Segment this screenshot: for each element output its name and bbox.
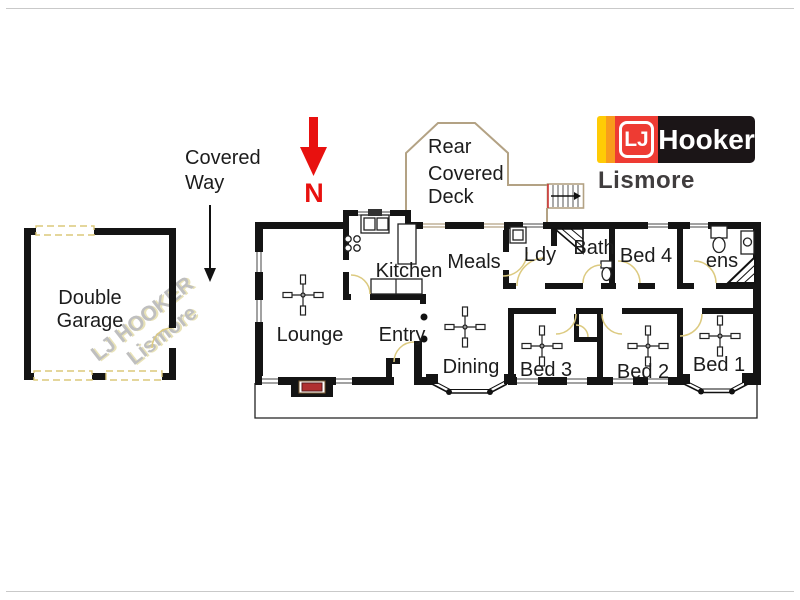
north-label: N — [304, 178, 324, 208]
logo-yellow-stripe — [597, 116, 606, 163]
house-walls — [255, 210, 761, 385]
room-label-bed3: Bed 3 — [520, 359, 572, 381]
scan-artifact-bottom — [6, 591, 794, 592]
room-label-lounge: Lounge — [277, 324, 344, 346]
room-label-garage-2: Garage — [57, 310, 124, 332]
logo-lj-monogram: LJ — [619, 121, 654, 158]
logo-orange-stripe — [606, 116, 615, 163]
fireplace-icon — [291, 377, 333, 397]
bath-toilet-icon — [600, 260, 613, 282]
room-label-bed4: Bed 4 — [620, 245, 672, 267]
staircase-icon — [546, 183, 585, 209]
entry-post-dot — [420, 335, 428, 343]
north-arrow-icon — [300, 117, 327, 176]
room-label-bed2: Bed 2 — [617, 361, 669, 383]
entry-post-dot — [420, 313, 428, 321]
room-label-bed1: Bed 1 — [693, 354, 745, 376]
room-label-ensuite: ens — [706, 250, 738, 272]
deck-label-1: Rear — [428, 136, 472, 158]
garage-door-top — [35, 225, 95, 236]
ceiling-fan-icon — [627, 325, 669, 367]
door-arcs — [151, 251, 717, 363]
garage-door-bottom-right — [105, 370, 163, 381]
ensuite-vanity-icon — [740, 230, 755, 255]
room-label-garage-1: Double — [58, 287, 121, 309]
kitchen-sink-icon — [360, 209, 390, 234]
verandah-outline — [254, 383, 758, 419]
room-label-dining: Dining — [443, 356, 500, 378]
deck-label-3: Deck — [428, 186, 475, 208]
windows — [254, 209, 708, 386]
logo-lj-box: LJ — [615, 116, 658, 163]
pantry-icon — [397, 223, 417, 265]
ceiling-fan-icon — [444, 306, 486, 348]
bay-window-dining — [431, 380, 508, 395]
lj-hooker-logo: LJ Hooker Lismore — [597, 116, 762, 196]
room-label-meals: Meals — [447, 251, 500, 273]
laundry-tub-icon — [509, 226, 527, 244]
covered-way-arrow — [204, 205, 216, 282]
garage-walls — [24, 225, 176, 381]
logo-location-text: Lismore — [598, 167, 695, 194]
covered-way-label-1: Covered — [185, 147, 261, 169]
ceiling-fan-icon — [282, 274, 324, 316]
garage-door-bottom-left — [33, 370, 93, 381]
kitchen-bench-icon — [370, 278, 423, 295]
bay-window-bed1 — [683, 380, 749, 395]
deck-label-2: Covered — [428, 163, 504, 185]
room-label-laundry: Ldy — [524, 244, 556, 266]
cooktop-icon — [344, 235, 361, 252]
room-label-bath: Bath — [573, 237, 614, 259]
ensuite-shower-icon — [725, 254, 756, 284]
bath-shower-icon — [552, 228, 584, 255]
scan-artifact-top — [6, 8, 794, 9]
logo-hooker-box: Hooker — [658, 116, 755, 163]
ceiling-fan-icon — [699, 315, 741, 357]
room-label-entry: Entry — [379, 324, 426, 346]
rear-deck — [405, 122, 585, 224]
ensuite-toilet-icon — [710, 225, 728, 254]
covered-way-label-2: Way — [185, 172, 224, 194]
lj-hooker-logo-row: LJ Hooker — [597, 116, 757, 163]
room-label-kitchen: Kitchen — [376, 260, 443, 282]
